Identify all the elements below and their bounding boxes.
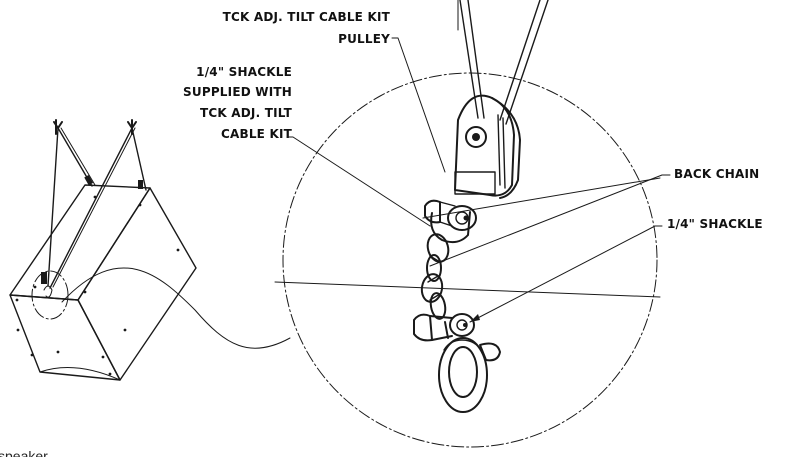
speaker-rigging-cables	[41, 119, 147, 289]
tilt-cables	[459, 0, 549, 125]
back-chain	[420, 233, 450, 320]
speaker-cabinet	[9, 184, 197, 381]
callout-pulley-line1: TCK ADJ. TILT CABLE KIT	[223, 10, 391, 24]
eye-ring	[438, 337, 501, 413]
small-shackle	[413, 313, 475, 342]
callout-large-shackle: 1/4" SHACKLE SUPPLIED WITH TCK ADJ. TILT…	[183, 65, 431, 227]
callout-back-chain: BACK CHAIN	[429, 167, 759, 267]
callout-shackle-line1: 1/4" SHACKLE	[196, 65, 292, 79]
detail-marker-circle	[31, 270, 69, 320]
detail-view	[274, 0, 661, 448]
detail-leader-line	[61, 267, 291, 349]
callout-shackle-line3: TCK ADJ. TILT	[200, 106, 293, 120]
callout-pulley-line2: PULLEY	[338, 32, 390, 46]
speaker-caption: speaker	[0, 448, 48, 457]
callout-pulley: TCK ADJ. TILT CABLE KIT PULLEY	[223, 10, 446, 173]
large-shackle	[424, 199, 477, 244]
pulley	[454, 94, 521, 199]
callout-small-shackle: 1/4" SHACKLE	[469, 217, 763, 323]
callout-shackle-line2: SUPPLIED WITH	[183, 85, 292, 99]
callout-shackle-line4: CABLE KIT	[221, 127, 293, 141]
callout-small-shackle-label: 1/4" SHACKLE	[667, 217, 763, 231]
callout-back-chain-label: BACK CHAIN	[674, 167, 759, 181]
